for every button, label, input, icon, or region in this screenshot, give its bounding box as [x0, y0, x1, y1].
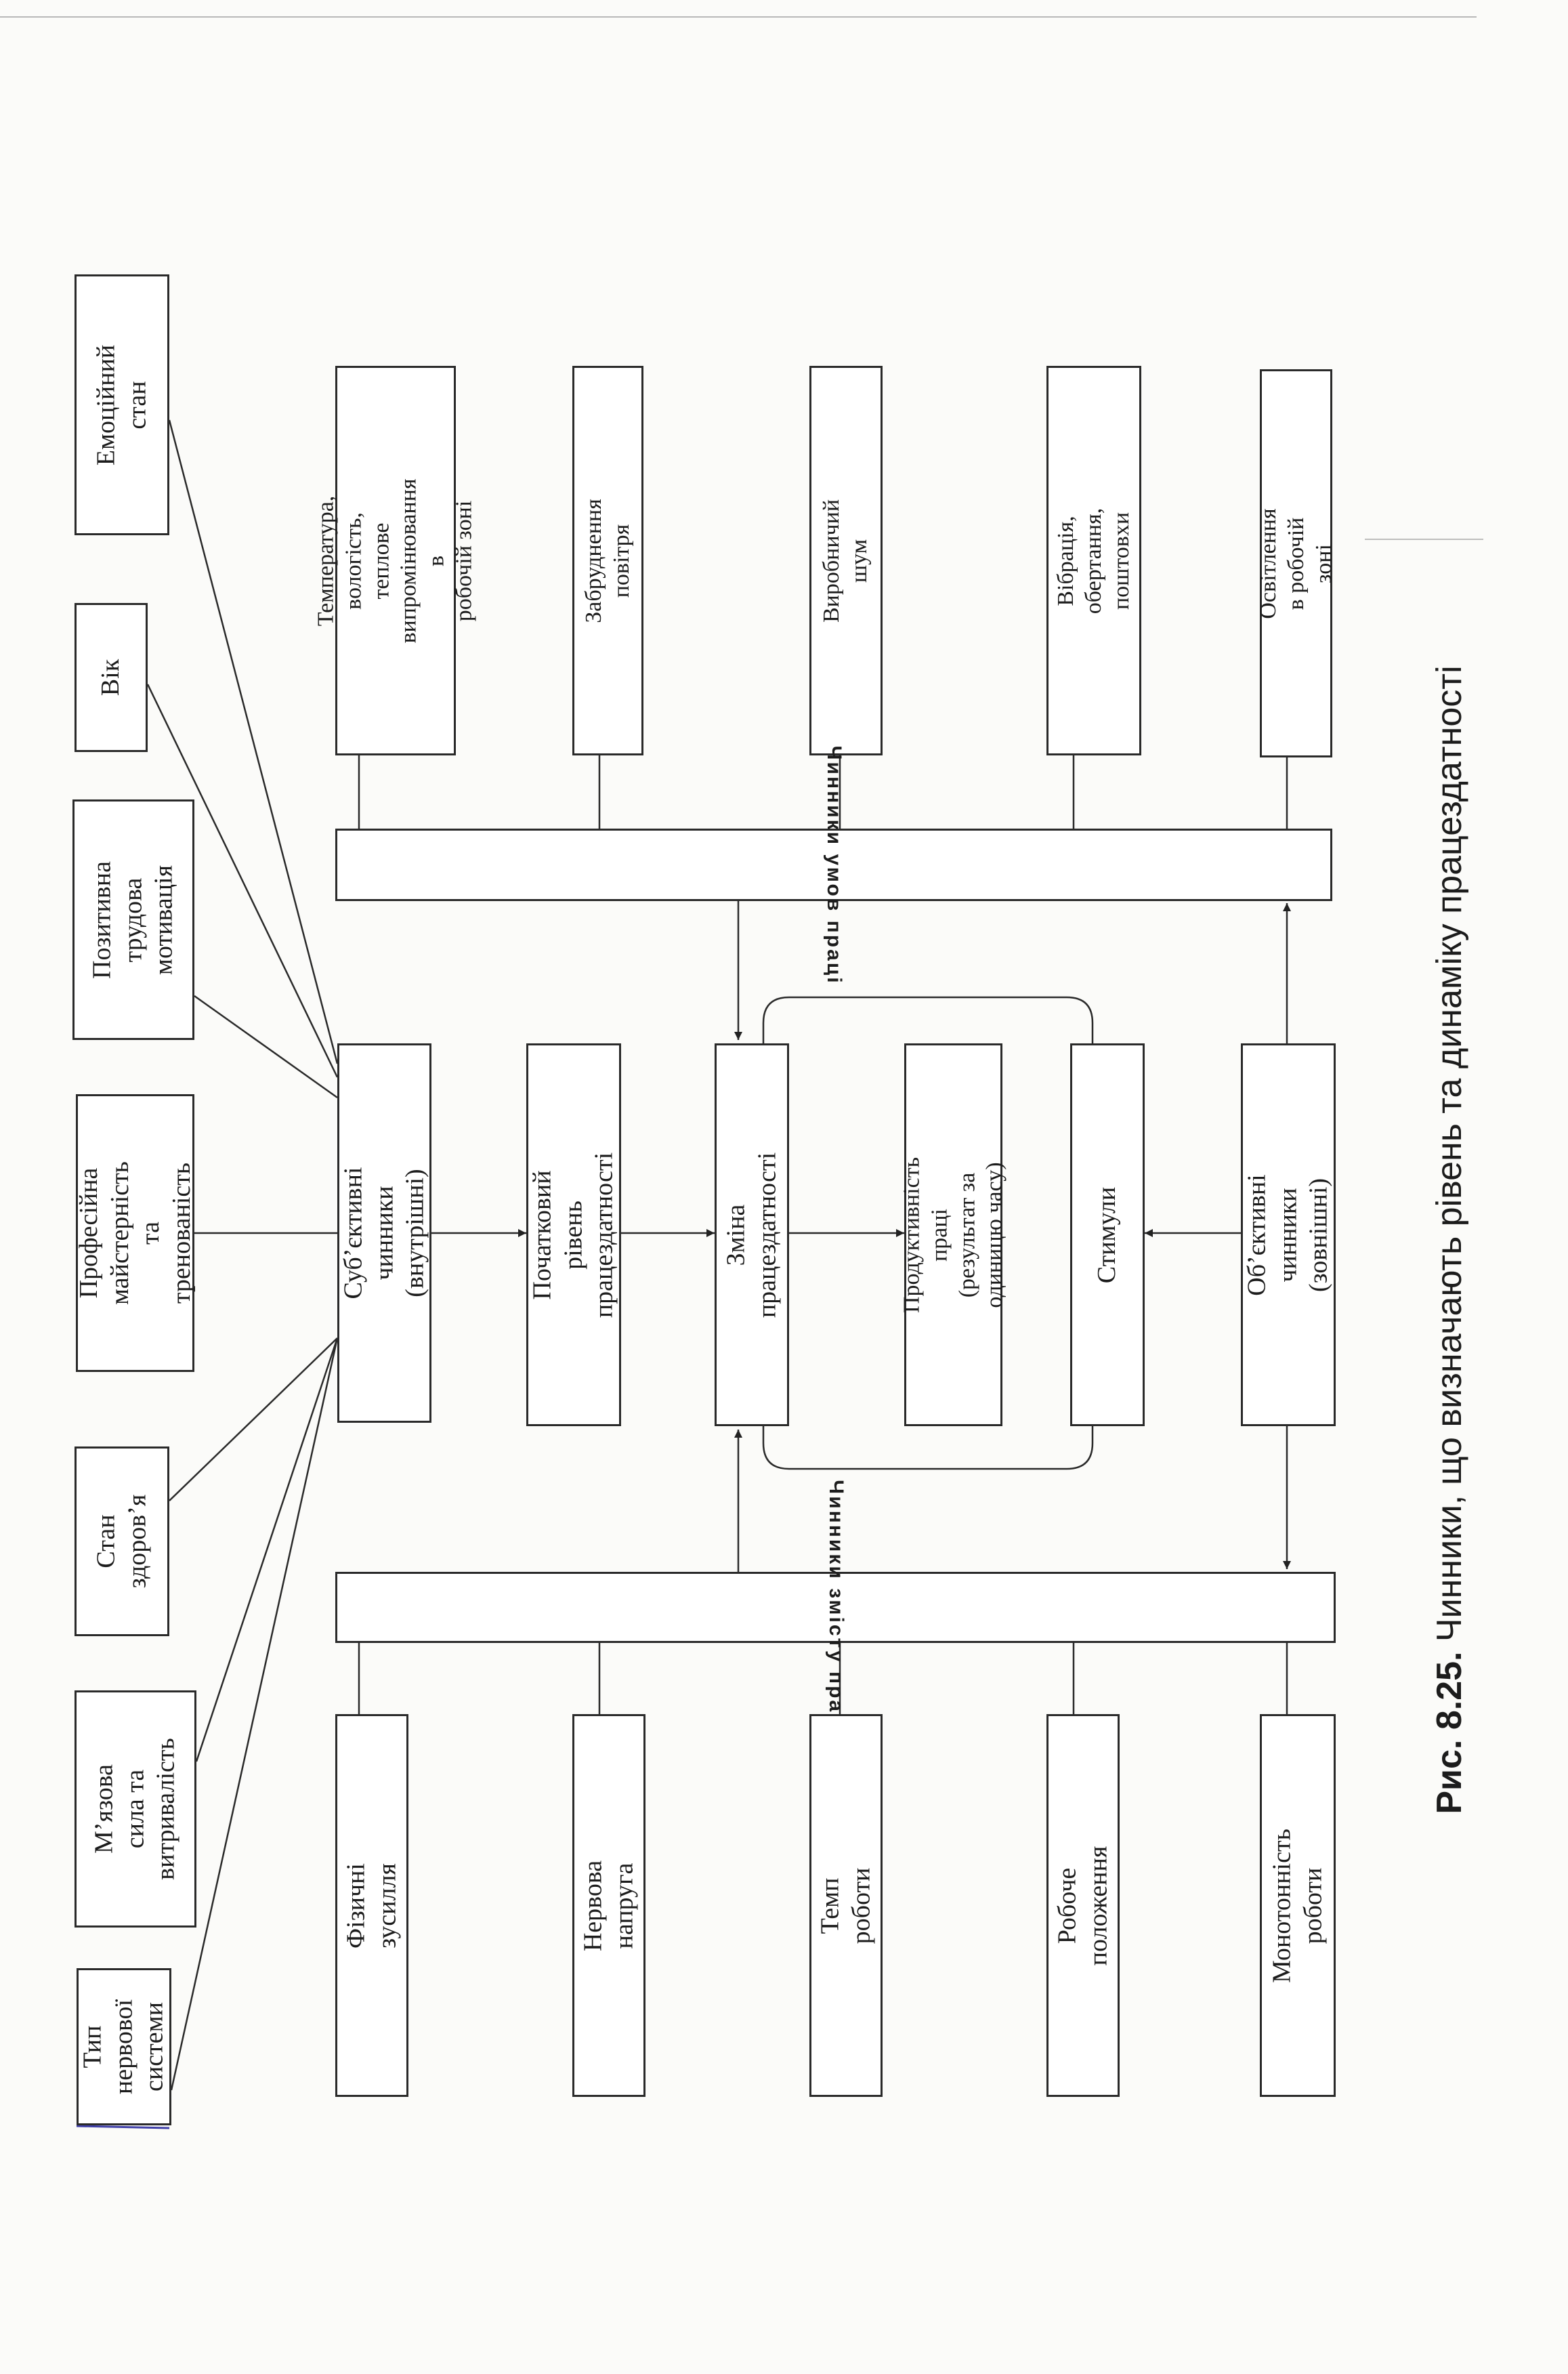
- fan-line-2: [195, 1337, 339, 1762]
- box-productivity: Продуктивність праці (результат за одини…: [899, 1043, 1007, 1426]
- factor-nervous-system-type: Тип нервової системи: [77, 1968, 171, 2125]
- box-label: Стимули: [1093, 1186, 1122, 1283]
- bar-label: Чинники умов праці: [823, 745, 845, 985]
- fan-line-6: [146, 684, 339, 1078]
- bar-label: Чинники змісту праці: [824, 1479, 847, 1736]
- condition-noise: Виробничий шум: [809, 366, 883, 755]
- scan-mark: [1365, 539, 1483, 540]
- content-monotony: Монотонність роботи: [1260, 1714, 1336, 2097]
- condition-temperature: Температура, вологість, теплове випромін…: [314, 366, 477, 755]
- box-label: Початковий рівень працездатності: [528, 1152, 618, 1318]
- loop-bottom: [762, 1423, 1094, 1470]
- content-label: Робоче положення: [1053, 1846, 1112, 1965]
- ink-underline: [76, 2125, 170, 2129]
- box-subjective-factors: Суб’єктивні чинники (внутрішні): [337, 1043, 431, 1423]
- factor-label: Вік: [96, 659, 125, 696]
- factor-muscle-strength: М’язова сила та витривалість: [75, 1690, 196, 1928]
- content-label: Темп роботи: [815, 1867, 875, 1944]
- scan-edge-line: [0, 16, 1477, 18]
- factor-professional-skill: Професійна майстерність та тренованість: [74, 1094, 196, 1372]
- figure-caption: Рис. 8.25. Чинники, що визначають рівень…: [1429, 665, 1470, 1814]
- box-objective-factors: Об’єктивні чинники (зовнішні): [1241, 1043, 1336, 1426]
- content-work-pace: Темп роботи: [809, 1714, 883, 2097]
- factor-health-state: Стан здоров’я: [75, 1446, 169, 1636]
- condition-lighting: Освітлення в робочій зоні: [1255, 369, 1336, 757]
- box-stimuli: Стимули: [1070, 1043, 1145, 1426]
- box-label: Зміна працездатності: [721, 1152, 781, 1318]
- condition-label: Вібрація, обертання, поштовхи: [1053, 507, 1134, 614]
- factor-age: Вік: [75, 603, 148, 752]
- bar-work-conditions: Чинники умов праці: [335, 745, 1332, 984]
- condition-label: Освітлення в робочій зоні: [1255, 507, 1336, 619]
- condition-label: Забруднення повітря: [580, 498, 634, 623]
- condition-vibration: Вібрація, обертання, поштовхи: [1046, 366, 1141, 755]
- fan-line-7: [168, 419, 339, 1064]
- box-label: Продуктивність праці (результат за одини…: [898, 1157, 1007, 1313]
- box-label: Об’єктивні чинники (зовнішні): [1242, 1173, 1333, 1296]
- content-label: Фізичні зусилля: [341, 1862, 401, 1949]
- content-physical-effort: Фізичні зусилля: [335, 1714, 408, 2097]
- factor-label: Стан здоров’я: [91, 1494, 151, 1589]
- content-work-position: Робоче положення: [1046, 1714, 1120, 2097]
- factor-label: Тип нервової системи: [78, 1999, 169, 2095]
- content-nervous-tension: Нервова напруга: [572, 1714, 645, 2097]
- fan-line-1: [170, 1337, 339, 2091]
- factor-emotional-state: Емоційний стан: [75, 274, 169, 535]
- fan-line-3: [169, 1337, 338, 1501]
- caption-number: Рис. 8.25.: [1430, 1651, 1469, 1814]
- loop-top: [762, 996, 1094, 1043]
- factor-label: Професійна майстерність та тренованість: [74, 1161, 196, 1306]
- content-label: Нервова напруга: [578, 1860, 638, 1951]
- bar-work-content: Чинники змісту праці: [335, 1480, 1336, 1735]
- factor-label: Емоційний стан: [91, 344, 151, 465]
- condition-label: Виробничий шум: [819, 499, 872, 623]
- factor-work-motivation: Позитивна трудова мотивація: [72, 799, 194, 1040]
- box-initial-level: Початковий рівень працездатності: [526, 1043, 621, 1426]
- factor-label: М’язова сила та витривалість: [89, 1738, 180, 1880]
- box-change-of-capacity: Зміна працездатності: [715, 1043, 789, 1426]
- factor-label: Позитивна трудова мотивація: [87, 860, 178, 979]
- caption-text: Чинники, що визначають рівень та динамік…: [1430, 665, 1469, 1642]
- condition-label: Температура, вологість, теплове випромін…: [313, 478, 477, 644]
- box-label: Суб’єктивні чинники (внутрішні): [339, 1167, 429, 1299]
- condition-air-pollution: Забруднення повітря: [572, 366, 643, 755]
- fan-line-5: [194, 995, 338, 1099]
- content-label: Монотонність роботи: [1267, 1828, 1327, 1983]
